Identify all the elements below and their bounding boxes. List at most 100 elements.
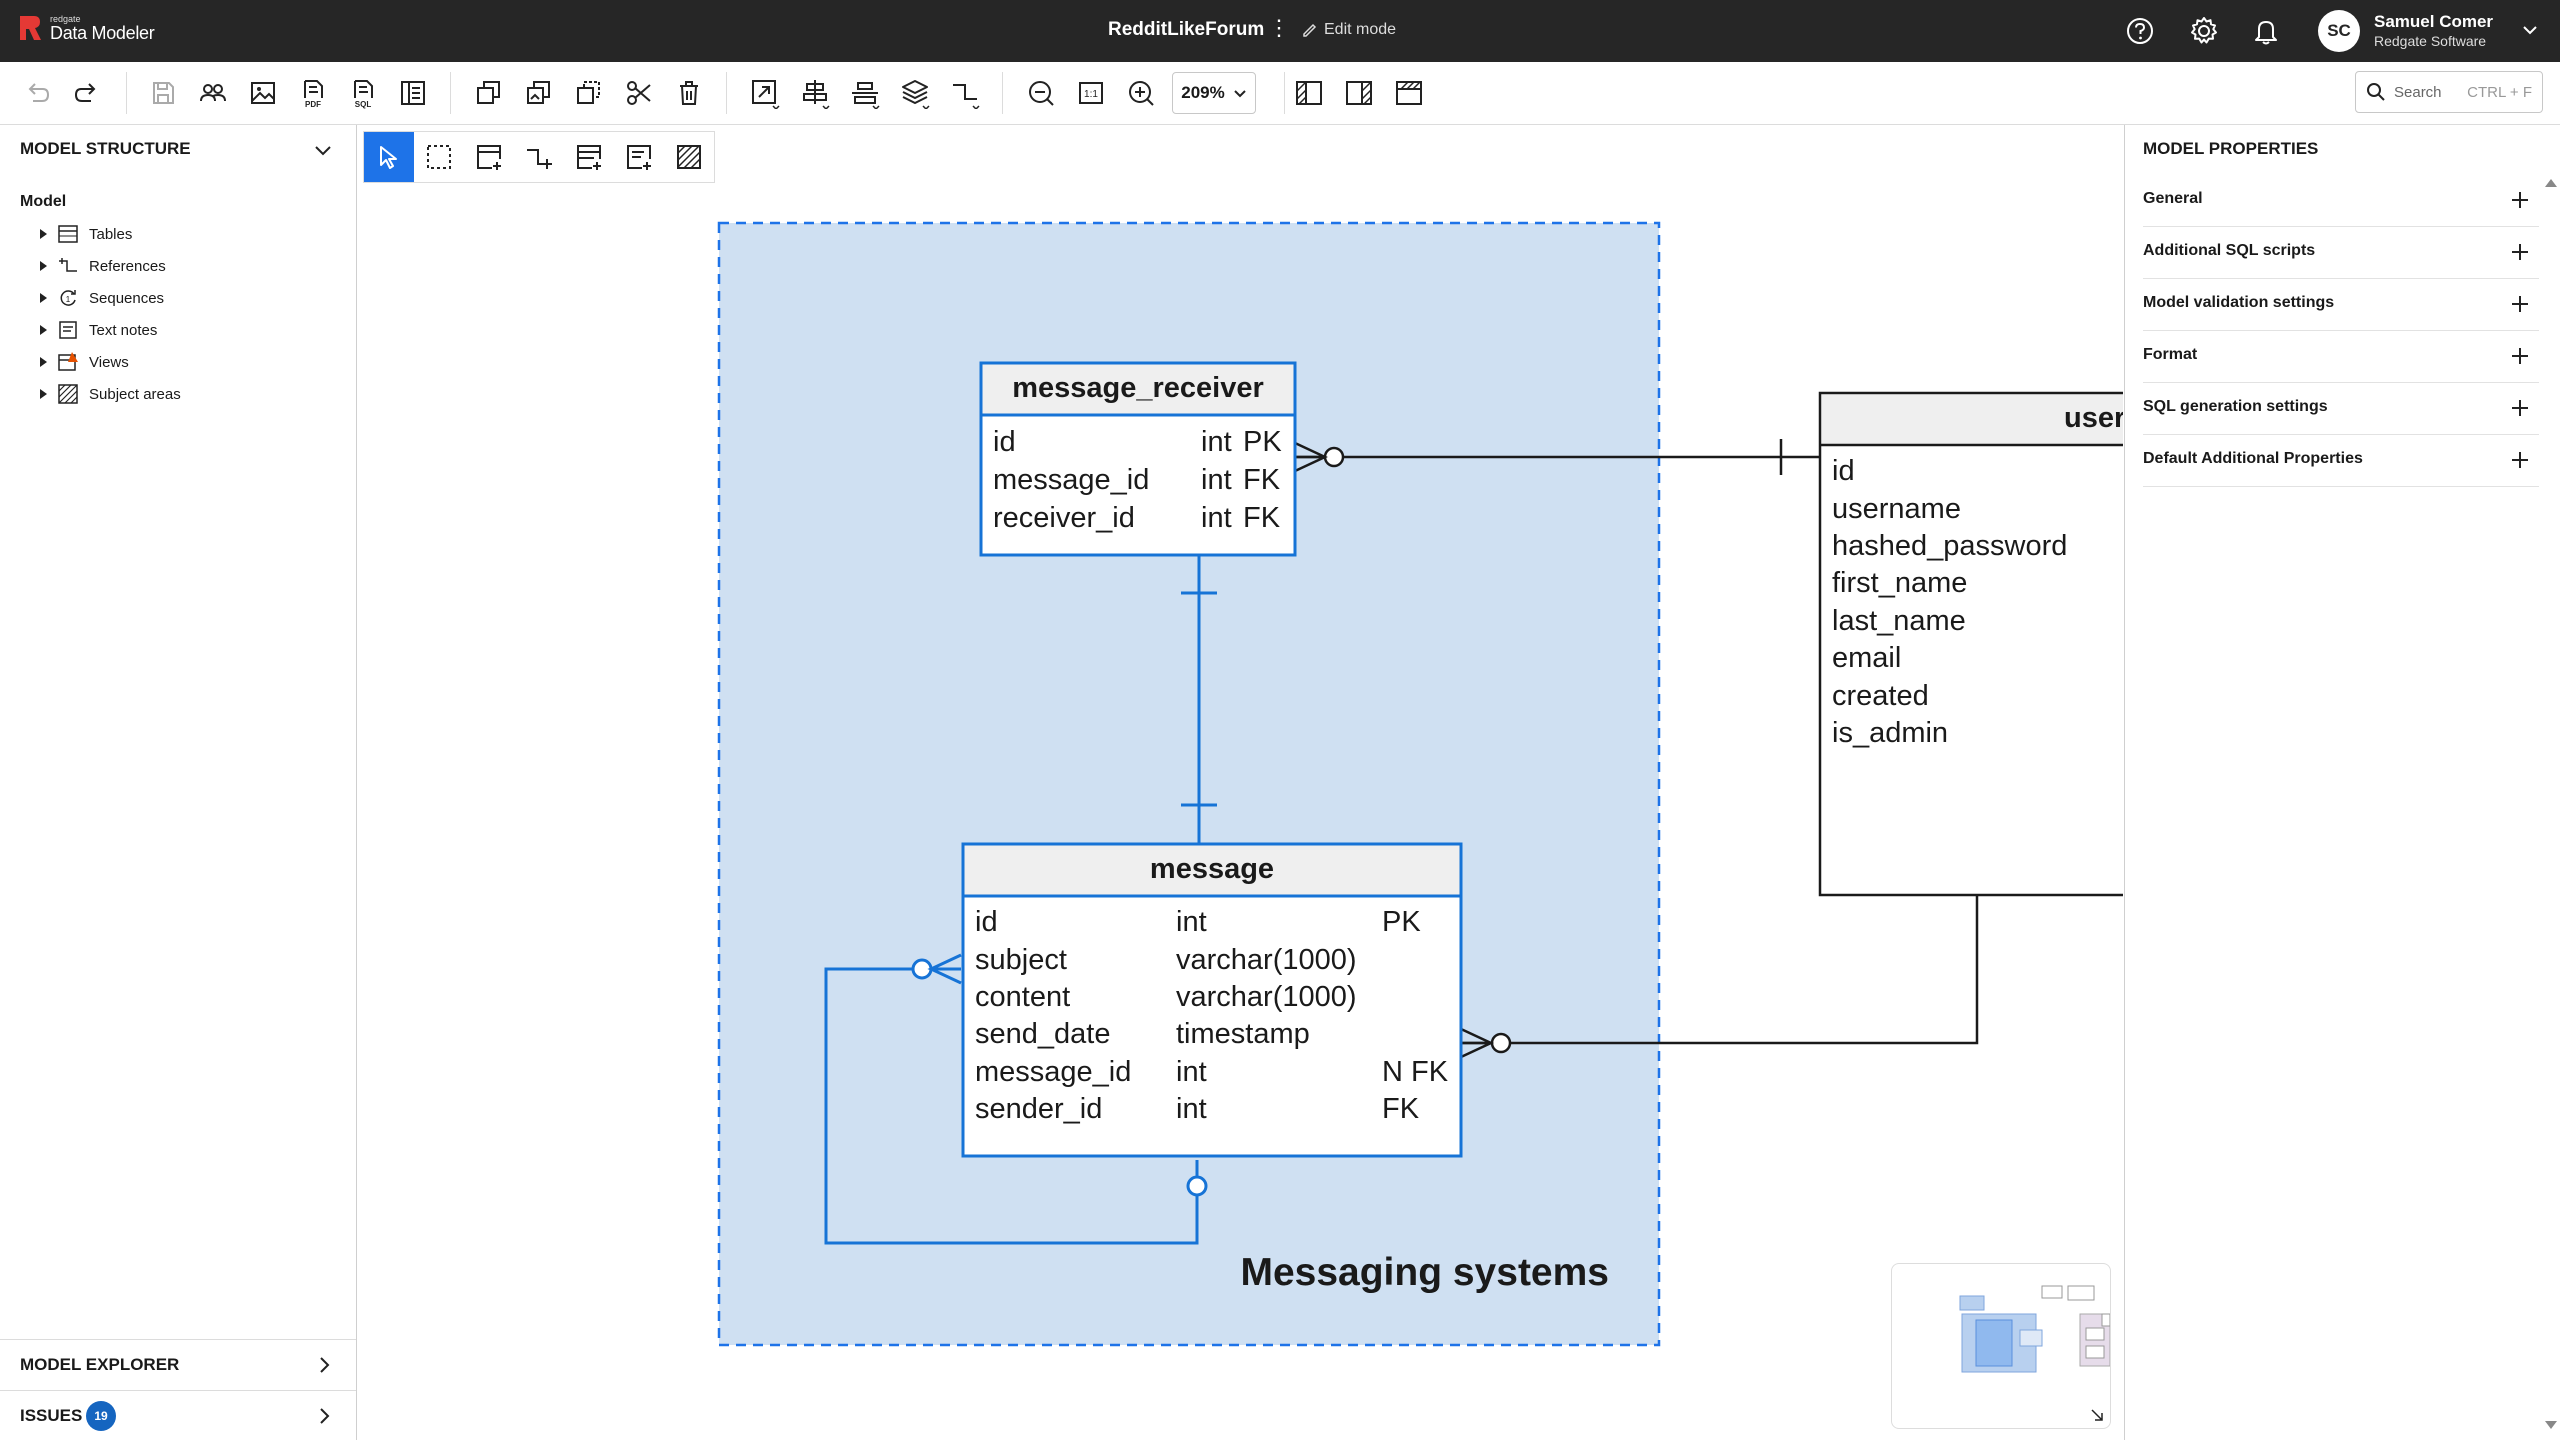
avatar[interactable]: SC: [2318, 10, 2360, 52]
minimap-preview: [1892, 1264, 2110, 1428]
right-panel-icon: [1343, 77, 1375, 109]
column-type: int: [1201, 426, 1232, 458]
copy-button[interactable]: [472, 76, 506, 110]
image-icon: [247, 77, 279, 109]
column-name: subject: [975, 944, 1067, 976]
paste-button[interactable]: [522, 76, 556, 110]
minimap[interactable]: [1891, 1263, 2111, 1429]
tree-item-sequences[interactable]: 1 Sequences: [40, 282, 164, 314]
table-user[interactable]: user id username hashed_password first_n…: [1820, 393, 2123, 895]
tree-item-tables[interactable]: Tables: [40, 218, 132, 250]
property-section-format[interactable]: Format: [2143, 331, 2539, 383]
pdf-label: PDF: [305, 100, 321, 109]
line-style-button[interactable]: [948, 76, 982, 110]
toggle-top-panel-button[interactable]: [1392, 76, 1426, 110]
table-message-receiver[interactable]: message_receiver id int PK message_id in…: [981, 363, 1295, 555]
actual-size-button[interactable]: 1:1: [1074, 76, 1108, 110]
property-section-additional-sql[interactable]: Additional SQL scripts: [2143, 227, 2539, 279]
add-text-note-tool[interactable]: [614, 132, 664, 182]
resize-button[interactable]: [748, 76, 782, 110]
align-button[interactable]: [798, 76, 832, 110]
erd-diagram[interactable]: Messaging systems: [357, 125, 2123, 1440]
zoom-in-button[interactable]: [1124, 76, 1158, 110]
scroll-up-arrow-icon[interactable]: [2545, 179, 2557, 187]
app-logo[interactable]: redgate Data Modeler: [18, 14, 154, 42]
redo-icon: [71, 77, 103, 109]
add-reference-tool[interactable]: [514, 132, 564, 182]
export-sql-button[interactable]: SQL: [346, 76, 380, 110]
search-input[interactable]: Search CTRL + F: [2355, 71, 2543, 113]
chevron-down-icon[interactable]: [312, 139, 334, 161]
more-options-icon[interactable]: ⋮: [1268, 17, 1290, 39]
expand-arrow-icon[interactable]: [40, 261, 47, 271]
redo-button[interactable]: [70, 76, 104, 110]
gear-icon[interactable]: [2188, 15, 2220, 47]
zoom-out-button[interactable]: [1024, 76, 1058, 110]
main-toolbar: PDF SQL 1:1 209%: [0, 62, 2560, 125]
edit-mode-toggle[interactable]: Edit mode: [1302, 21, 1396, 39]
help-icon[interactable]: [2124, 15, 2156, 47]
pencil-icon: [1302, 22, 1318, 38]
plus-icon[interactable]: [2509, 241, 2531, 263]
issues-toggle[interactable]: ISSUES 19: [0, 1390, 356, 1441]
delete-button[interactable]: [672, 76, 706, 110]
layers-button[interactable]: [898, 76, 932, 110]
expand-arrow-icon[interactable]: [40, 293, 47, 303]
chevron-right-icon: [314, 1406, 334, 1426]
select-tool[interactable]: [364, 132, 414, 182]
expand-arrow-icon[interactable]: [40, 325, 47, 335]
add-subject-area-tool[interactable]: [664, 132, 714, 182]
tree-item-references[interactable]: References: [40, 250, 166, 282]
property-section-general[interactable]: General: [2143, 175, 2539, 227]
add-view-tool[interactable]: [564, 132, 614, 182]
save-button[interactable]: [146, 76, 180, 110]
column-name: id: [993, 426, 1016, 458]
property-section-default-additional[interactable]: Default Additional Properties: [2143, 435, 2539, 487]
toggle-left-panel-button[interactable]: [1292, 76, 1326, 110]
table-message[interactable]: message id int PK subject varchar(1000) …: [963, 844, 1461, 1156]
expand-arrow-icon[interactable]: [40, 357, 47, 367]
section-label: Additional SQL scripts: [2143, 242, 2315, 260]
plus-icon[interactable]: [2509, 293, 2531, 315]
expand-arrow-icon[interactable]: [40, 389, 47, 399]
plus-icon[interactable]: [2509, 345, 2531, 367]
export-image-button[interactable]: [246, 76, 280, 110]
bell-icon[interactable]: [2250, 15, 2282, 47]
marquee-tool[interactable]: [414, 132, 464, 182]
tree-item-subject-areas[interactable]: Subject areas: [40, 378, 181, 410]
user-name[interactable]: Samuel Comer: [2374, 12, 2493, 32]
table-title: message: [1150, 853, 1274, 885]
tree-root-model[interactable]: Model: [20, 193, 66, 211]
plus-icon[interactable]: [2509, 397, 2531, 419]
share-button[interactable]: [196, 76, 230, 110]
diagram-canvas[interactable]: Messaging systems: [357, 125, 2123, 1440]
add-table-tool[interactable]: [464, 132, 514, 182]
export-pdf-button[interactable]: PDF: [296, 76, 330, 110]
chevron-right-icon: [314, 1355, 334, 1375]
plus-icon[interactable]: [2509, 449, 2531, 471]
undo-button[interactable]: [20, 76, 54, 110]
report-button[interactable]: [396, 76, 430, 110]
issues-label: ISSUES: [20, 1406, 82, 1426]
canvas-tool-palette: [363, 131, 715, 183]
actual-size-icon: 1:1: [1075, 77, 1107, 109]
property-section-validation[interactable]: Model validation settings: [2143, 279, 2539, 331]
section-label: General: [2143, 190, 2203, 208]
resize-arrow-icon[interactable]: [2090, 1408, 2104, 1422]
document-title[interactable]: RedditLikeForum: [1108, 19, 1264, 41]
toggle-right-panel-button[interactable]: [1342, 76, 1376, 110]
property-section-sql-generation[interactable]: SQL generation settings: [2143, 383, 2539, 435]
distribute-button[interactable]: [848, 76, 882, 110]
expand-arrow-icon[interactable]: [40, 229, 47, 239]
scroll-down-arrow-icon[interactable]: [2545, 1421, 2557, 1429]
model-explorer-toggle[interactable]: MODEL EXPLORER: [0, 1339, 356, 1390]
plus-icon[interactable]: [2509, 189, 2531, 211]
tree-item-text-notes[interactable]: Text notes: [40, 314, 157, 346]
duplicate-button[interactable]: [572, 76, 606, 110]
cut-button[interactable]: [622, 76, 656, 110]
tree-item-views[interactable]: Views: [40, 346, 129, 378]
column-name: first_name: [1832, 567, 1967, 599]
chevron-down-icon[interactable]: [2520, 20, 2540, 40]
zoom-select[interactable]: 209%: [1172, 72, 1256, 114]
redgate-logo-icon: [18, 14, 42, 42]
